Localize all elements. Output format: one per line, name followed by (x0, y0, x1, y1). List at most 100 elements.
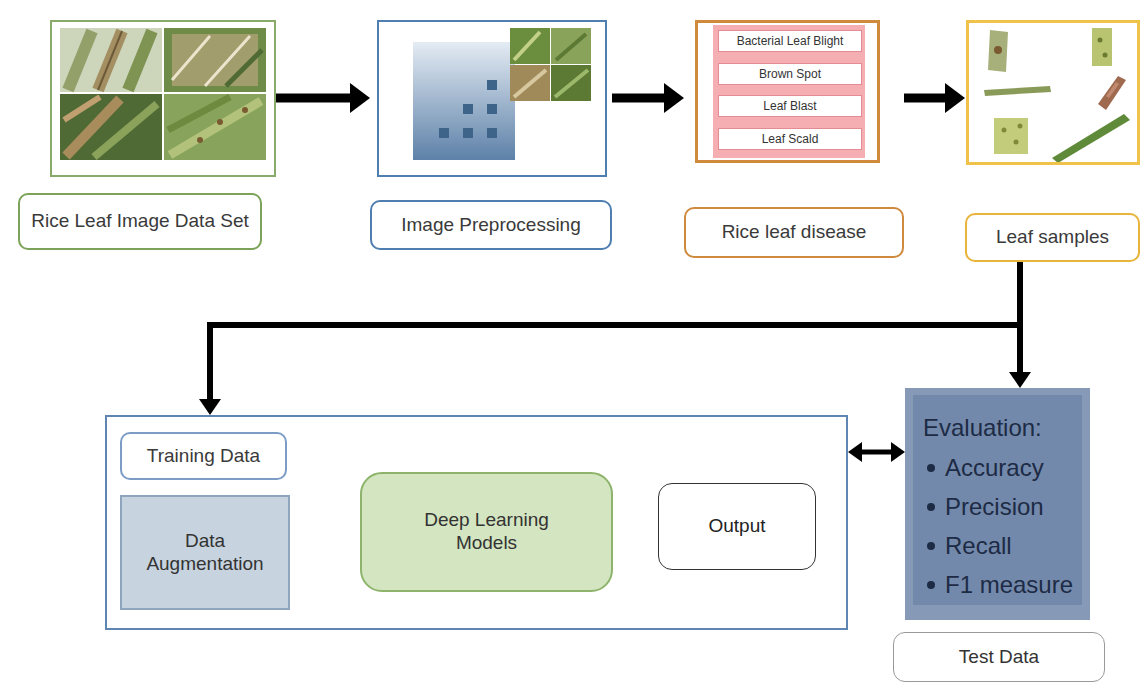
lesion (1098, 38, 1103, 43)
leaf (128, 31, 152, 90)
photo-tile (551, 65, 591, 101)
evaluation-box: Evaluation: AccuracyPrecisionRecall F1 mea… (905, 388, 1090, 620)
pixel-square (487, 104, 497, 114)
label-text: Test Data (959, 646, 1039, 669)
preprocessing-panel: Image Preprocessing (370, 20, 612, 250)
bullet-dot (927, 542, 935, 550)
caption-box: Rice Leaf Image Data Set (18, 193, 262, 250)
leaf (205, 36, 250, 86)
lesion (1103, 53, 1108, 58)
label-text: Rice leaf disease (722, 221, 867, 244)
class-item: Brown Spot (718, 63, 862, 85)
connector-arrow (612, 94, 664, 103)
label-text: F1 measure (945, 571, 1073, 600)
model-box: Deep Learning Models (360, 472, 613, 592)
pixel-square (487, 128, 497, 138)
label-text: Leaf samples (996, 226, 1109, 249)
label-text: Image Preprocessing (401, 214, 581, 237)
metric-item: Precision (945, 490, 1080, 524)
leaf-sample (988, 30, 1008, 72)
metric-item: Accuracy (945, 451, 1080, 485)
caption-box: Leaf samples (965, 213, 1140, 262)
leaf (555, 70, 588, 97)
connector-arrow (276, 94, 350, 103)
pixel-square (439, 128, 449, 138)
label-text: Leaf Blast (763, 99, 816, 113)
pixel-square (463, 128, 473, 138)
leaf (514, 70, 546, 97)
preprocessing-icon (413, 28, 591, 160)
lesion (1014, 140, 1019, 145)
evaluation-heading: Evaluation: (923, 410, 1078, 446)
label-text: Data Augmentation (135, 530, 275, 576)
label-text: Evaluation: (923, 414, 1042, 443)
leaf-sample-pictures (984, 28, 1130, 163)
connector-arrow (862, 450, 891, 455)
label-text: Precision (945, 493, 1044, 522)
rice-leaf-photos (60, 28, 266, 160)
label-text: Bacterial Leaf Blight (737, 34, 844, 48)
leaf (514, 32, 540, 60)
label-text: Training Data (147, 445, 260, 468)
class-item: Bacterial Leaf Blight (718, 30, 862, 52)
photo-tile (510, 65, 550, 101)
caption-box: Image Preprocessing (370, 200, 612, 250)
lesion (217, 119, 223, 125)
leaf-sample (994, 118, 1028, 154)
leaf-sample (1098, 76, 1126, 110)
leaf (94, 104, 157, 157)
caption-box: Rice leaf disease (684, 207, 904, 258)
class-item: Leaf Blast (718, 95, 862, 117)
connector-arrow (210, 262, 1020, 399)
photo-tile (551, 28, 591, 64)
leaf-sample (1092, 28, 1112, 66)
leaf-sample (984, 86, 1051, 96)
image-frame (377, 20, 607, 177)
label-text: Accuracy (945, 454, 1044, 483)
samples-panel: Leaf samples (965, 20, 1140, 262)
photo-tile (60, 94, 162, 160)
lesion (1106, 82, 1119, 98)
leaf (64, 97, 100, 120)
leaf (172, 36, 210, 80)
pixel-square (487, 80, 497, 90)
image-frame (966, 20, 1140, 165)
leaf (170, 101, 261, 155)
label-text: Recall (945, 532, 1012, 561)
label-text: Leaf Scald (762, 132, 819, 146)
metric-item: F1 measure (945, 568, 1089, 602)
bullet-dot (927, 503, 935, 511)
leaf-vein (98, 31, 122, 90)
process-box: Data Augmentation (120, 495, 290, 610)
lesion (994, 46, 1002, 54)
leaf (98, 31, 122, 90)
gradient-panel (413, 42, 515, 160)
caption-box: Test Data (893, 632, 1105, 682)
leaf (68, 31, 92, 90)
heading-box: Training Data (120, 432, 287, 480)
photo-tile (60, 28, 162, 92)
photo-tile (164, 94, 266, 160)
photo-tile (510, 28, 550, 64)
leaf (66, 99, 120, 156)
label-text: Output (708, 515, 765, 538)
class-item: Leaf Scald (718, 128, 862, 150)
leaf-sample (1052, 114, 1130, 163)
connector-arrow (904, 94, 945, 103)
image-frame (50, 20, 276, 177)
bullet-dot (927, 464, 935, 472)
training-group: Training DataData Augmentation Deep Learn… (105, 415, 848, 630)
leaf (168, 97, 230, 130)
lesion (242, 107, 248, 113)
pixel-square (463, 104, 473, 114)
connector-arrow (1017, 262, 1023, 372)
lesion (197, 137, 203, 143)
disease-panel: Rice leaf disease Bacterial Leaf BlightBr… (684, 20, 904, 258)
lesion (1018, 124, 1023, 129)
label-text: Brown Spot (759, 67, 821, 81)
output-box: Output (658, 483, 816, 570)
label-text: Rice Leaf Image Data Set (31, 210, 249, 233)
photo-tile (164, 28, 266, 92)
bullet-dot (927, 581, 935, 589)
metric-item: Recall (945, 529, 1080, 563)
